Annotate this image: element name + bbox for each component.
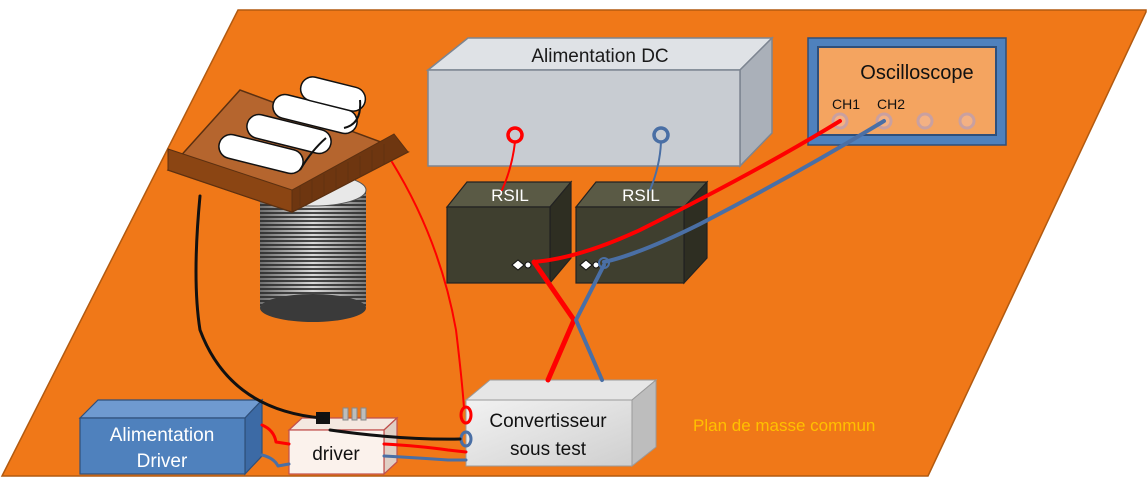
converter-under-test: Convertisseur sous test bbox=[459, 378, 658, 468]
ground-plane-label: Plan de masse commun bbox=[693, 416, 875, 435]
driver-box: driver bbox=[287, 407, 399, 476]
rsil-2-label: RSIL bbox=[622, 186, 660, 205]
converter-label-line1: Convertisseur bbox=[489, 411, 607, 432]
ch1-label: CH1 bbox=[832, 96, 860, 112]
wire-probe-ch2 bbox=[602, 119, 886, 264]
oscilloscope: Oscilloscope CH1 CH2 bbox=[807, 37, 1007, 146]
rsil-1-connector[interactable] bbox=[511, 259, 532, 271]
driver-supply-label-line2: Driver bbox=[137, 451, 188, 472]
rsil-2: RSIL bbox=[574, 180, 709, 285]
driver-label: driver bbox=[312, 444, 360, 465]
wire-rsil2-to-converter-blue bbox=[574, 263, 606, 382]
probe-point-ch2 bbox=[598, 257, 610, 269]
rsil-2-connector[interactable] bbox=[579, 259, 600, 271]
converter-red-terminal[interactable] bbox=[459, 405, 473, 425]
ch3-connector[interactable] bbox=[916, 112, 934, 130]
dc-supply-label: Alimentation DC bbox=[531, 46, 668, 67]
wire-probe-ch1 bbox=[532, 119, 842, 264]
wire-driver-supply-blue bbox=[260, 453, 291, 468]
wire-dc-negative-to-rsil2 bbox=[649, 141, 662, 191]
dc-power-supply: Alimentation DC bbox=[425, 36, 774, 168]
heatsink-load bbox=[166, 76, 410, 213]
wire-driver-to-converter-red bbox=[382, 442, 468, 454]
driver-pins bbox=[342, 407, 367, 421]
ch4-connector[interactable] bbox=[958, 112, 976, 130]
driver-power-supply: Alimentation Driver bbox=[78, 398, 264, 476]
inductor-coil bbox=[259, 173, 367, 322]
wire-dc-positive-to-rsil1 bbox=[501, 141, 516, 191]
power-resistors bbox=[218, 76, 367, 175]
oscilloscope-label: Oscilloscope bbox=[860, 62, 973, 84]
converter-label-line2: sous test bbox=[510, 439, 587, 460]
rsil-1-label: RSIL bbox=[491, 186, 529, 205]
wire-driver-to-converter-blue bbox=[382, 454, 468, 462]
wire-heatsink-to-converter bbox=[391, 161, 465, 409]
wire-driver-to-converter-black bbox=[328, 428, 462, 441]
wire-heatsink-to-driver bbox=[194, 194, 324, 420]
wire-driver-supply-red bbox=[260, 423, 291, 446]
rsil-1: RSIL bbox=[445, 180, 573, 285]
ch2-label: CH2 bbox=[877, 96, 905, 112]
driver-supply-label-line1: Alimentation bbox=[110, 425, 215, 446]
